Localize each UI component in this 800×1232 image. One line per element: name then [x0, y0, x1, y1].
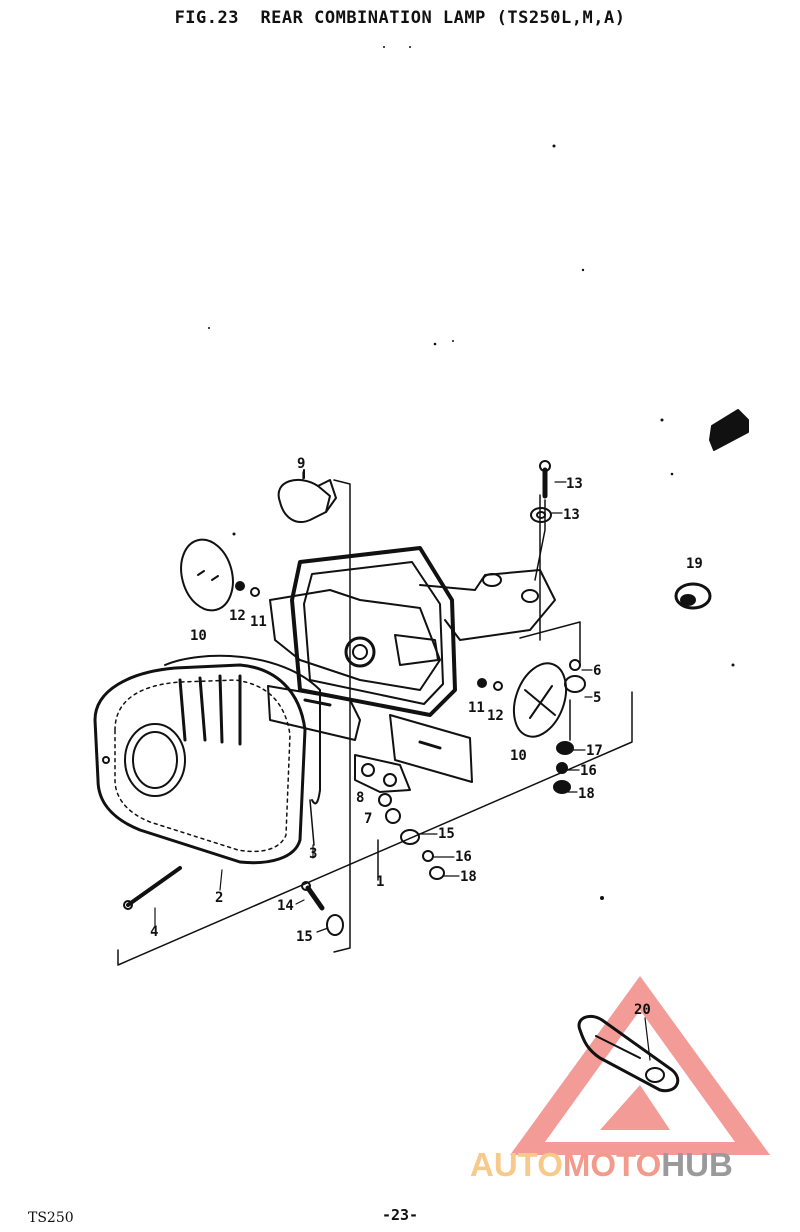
right-fasteners [553, 659, 586, 794]
watermark-triangle [510, 976, 770, 1155]
figure-title: FIG.23 REAR COMBINATION LAMP (TS250L,M,A… [174, 8, 626, 28]
callout-8: 8 [356, 790, 364, 806]
lens-left [180, 538, 260, 612]
bolt-lower [301, 881, 344, 936]
bracket-assembly [267, 546, 556, 793]
callout-18b: 18 [578, 786, 595, 802]
callout-20: 20 [634, 1002, 651, 1018]
callout-15a: 15 [438, 826, 455, 842]
callout-labels: 1 2 3 4 5 6 7 8 9 10 10 11 11 12 12 13 1… [150, 456, 703, 1018]
callout-12b: 12 [487, 708, 504, 724]
callout-16b: 16 [580, 763, 597, 779]
callout-13b: 13 [563, 507, 580, 523]
callout-10a: 10 [190, 628, 207, 644]
footer-page-number: -23- [381, 1206, 419, 1224]
callout-7: 7 [364, 811, 372, 827]
watermark-logo-text: AUTOMOTOHUB [470, 1146, 800, 1184]
callout-14: 14 [277, 898, 294, 914]
callout-9: 9 [297, 456, 305, 472]
callout-17: 17 [586, 743, 603, 759]
callout-11b: 11 [468, 700, 485, 716]
callout-10b: 10 [510, 748, 527, 764]
watermark-moto: MOTO [562, 1146, 662, 1183]
callout-11a: 11 [250, 614, 267, 630]
footer-model: TS250 [28, 1210, 74, 1226]
callout-12a: 12 [229, 608, 246, 624]
callout-4: 4 [150, 924, 158, 940]
callout-18a: 18 [460, 869, 477, 885]
lamp-housing [93, 654, 321, 865]
scan-specks [208, 46, 735, 900]
center-fasteners [378, 793, 445, 880]
clip [577, 1014, 680, 1093]
callout-16a: 16 [455, 849, 472, 865]
watermark-auto: AUTO [470, 1146, 563, 1183]
callout-13a: 13 [566, 476, 583, 492]
small-reflector-block [709, 409, 749, 451]
lens-right [477, 662, 568, 738]
callout-2: 2 [215, 890, 223, 906]
callout-1: 1 [376, 874, 384, 890]
callout-19: 19 [686, 556, 703, 572]
grommet [674, 582, 712, 610]
label-leaders [154, 471, 651, 1061]
callout-15b: 15 [296, 929, 313, 945]
bolt-long [123, 866, 182, 910]
bulb [277, 469, 337, 523]
callout-6: 6 [593, 663, 601, 679]
leader-lines [117, 479, 633, 966]
bolt-top [530, 460, 552, 523]
watermark-hub: HUB [661, 1146, 733, 1183]
callout-5: 5 [593, 690, 601, 706]
